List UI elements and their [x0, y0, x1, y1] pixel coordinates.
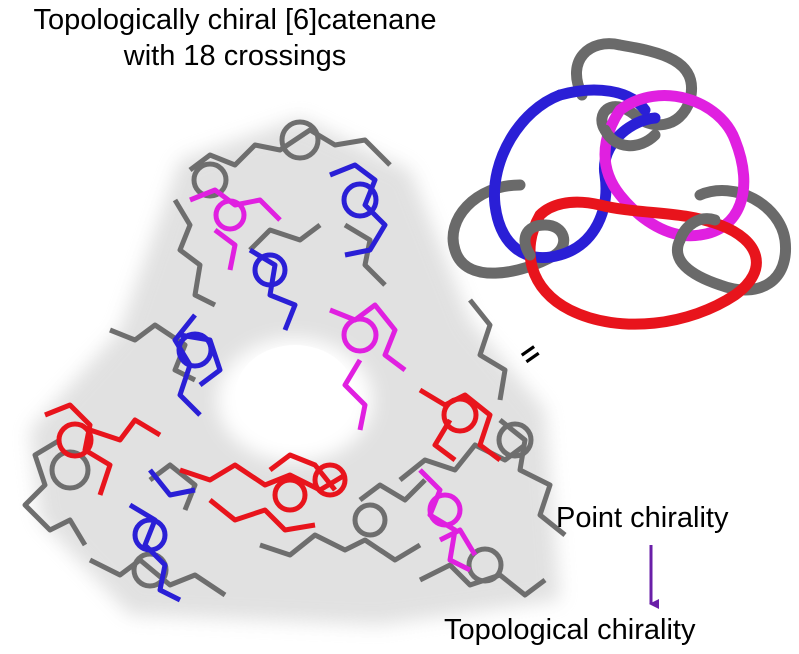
knot-diagram — [447, 38, 792, 330]
point-chirality-label: Point chirality — [556, 502, 729, 534]
strand-blue-segments — [128, 162, 388, 603]
title-line-2: with 18 crossings — [123, 40, 347, 72]
knot-gray-loop-left — [447, 179, 570, 279]
knot-gray-loop-right — [672, 185, 792, 296]
crystal-structure — [22, 118, 567, 625]
strand-gray-segments — [22, 119, 567, 598]
knot-blue-ring — [488, 89, 661, 264]
title-line-1: Topologically chiral [6]catenane — [33, 4, 437, 36]
figure-title: Topologically chiral [6]catenane with 18… — [0, 2, 470, 74]
strand-red-segments — [44, 387, 502, 533]
topological-chirality-label: Topological chirality — [444, 614, 696, 646]
strand-magenta-segments — [189, 187, 478, 573]
knot-magenta-ring — [599, 90, 750, 242]
knot-red-ring — [524, 196, 762, 330]
